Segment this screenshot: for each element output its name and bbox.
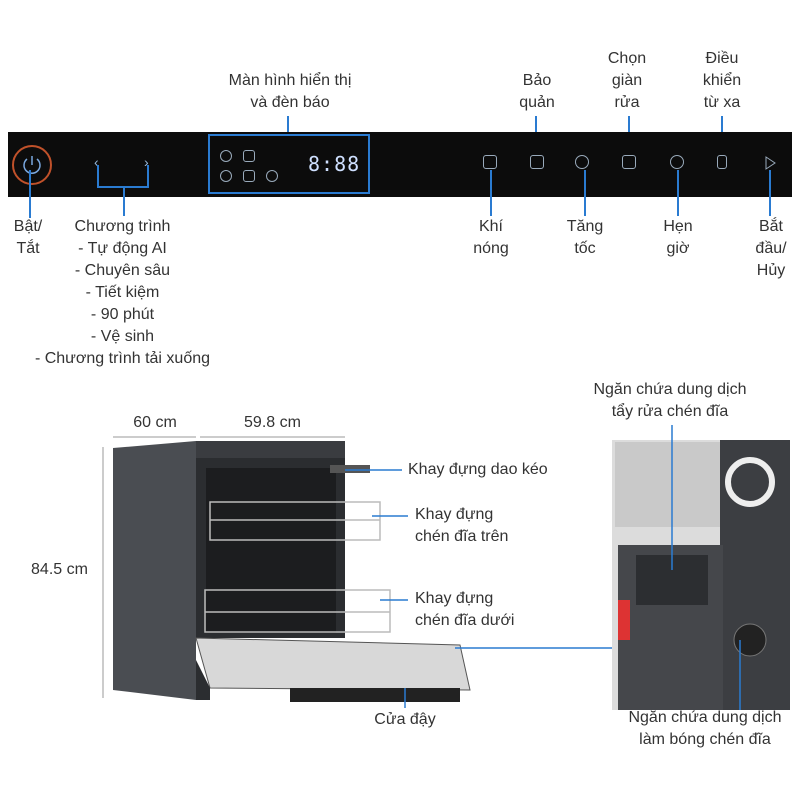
intensive-icon	[243, 150, 255, 162]
leader-line	[147, 165, 149, 187]
program-item: - Tự động AI	[78, 240, 167, 257]
label-remote: Điều khiển từ xa	[702, 50, 742, 111]
leader-line	[29, 170, 31, 218]
label-upper-rack: Khay đựng chén đĩa trên	[415, 506, 509, 545]
display-area: 8:88	[208, 134, 370, 194]
label-preserve: Bảo quản	[519, 72, 555, 111]
label-start: Bắt đầu/ Hủy	[755, 218, 787, 279]
program-list: - Tự động AI - Chuyên sâu - Tiết kiệm - …	[0, 238, 245, 370]
label-cutlery-tray: Khay đựng dao kéo	[408, 461, 548, 478]
program-next-button[interactable]: ›	[144, 154, 149, 170]
dim-depth: 60 cm	[133, 414, 177, 431]
rack-button[interactable]	[622, 155, 636, 169]
label-rack: Chọn giàn rửa	[607, 50, 647, 111]
display-digits: 8:88	[308, 152, 361, 176]
ai-icon	[220, 150, 232, 162]
program-prev-button[interactable]: ‹	[94, 154, 99, 170]
label-hot-air: Khí nóng	[473, 218, 509, 257]
label-door: Cửa đậy	[374, 711, 436, 728]
label-lower-rack: Khay đựng chén đĩa dưới	[415, 590, 515, 629]
program-item: - Chuyên sâu	[74, 262, 171, 279]
leader-line	[97, 165, 99, 187]
remote-button[interactable]	[717, 155, 727, 169]
label-speed: Tăng tốc	[566, 218, 604, 257]
dim-height: 84.5 cm	[31, 561, 88, 578]
leader-line	[287, 116, 289, 136]
start-button[interactable]	[763, 156, 777, 170]
leader-line	[677, 170, 679, 216]
label-rinse-aid-compartment: Ngăn chứa dung dịch làm bóng chén đĩa	[628, 709, 782, 748]
power-button[interactable]	[12, 145, 52, 185]
program-item: - Tiết kiệm	[85, 284, 160, 301]
hygiene-icon	[243, 170, 255, 182]
program-item: - 90 phút	[90, 306, 155, 323]
leader-line	[490, 170, 492, 216]
label-timer: Hẹn giờ	[663, 218, 693, 257]
hot-air-button[interactable]	[483, 155, 497, 169]
power-icon	[23, 156, 41, 174]
label-programs-title: Chương trình	[74, 218, 171, 235]
label-power: Bật/ Tắt	[13, 218, 43, 257]
speed-button[interactable]	[575, 155, 589, 169]
timer-button[interactable]	[670, 155, 684, 169]
program-item: - Vệ sinh	[90, 328, 155, 345]
dim-width: 59.8 cm	[244, 414, 301, 431]
leader-line	[123, 186, 125, 216]
90min-icon	[220, 170, 232, 182]
label-detergent-compartment: Ngăn chứa dung dịch tẩy rửa chén đĩa	[593, 381, 747, 420]
program-item: - Chương trình tải xuống	[34, 350, 211, 367]
preserve-button[interactable]	[530, 155, 544, 169]
leader-line	[769, 170, 771, 216]
download-icon	[266, 170, 278, 182]
leader-line	[584, 170, 586, 216]
label-display: Màn hình hiển thị và đèn báo	[228, 72, 352, 111]
